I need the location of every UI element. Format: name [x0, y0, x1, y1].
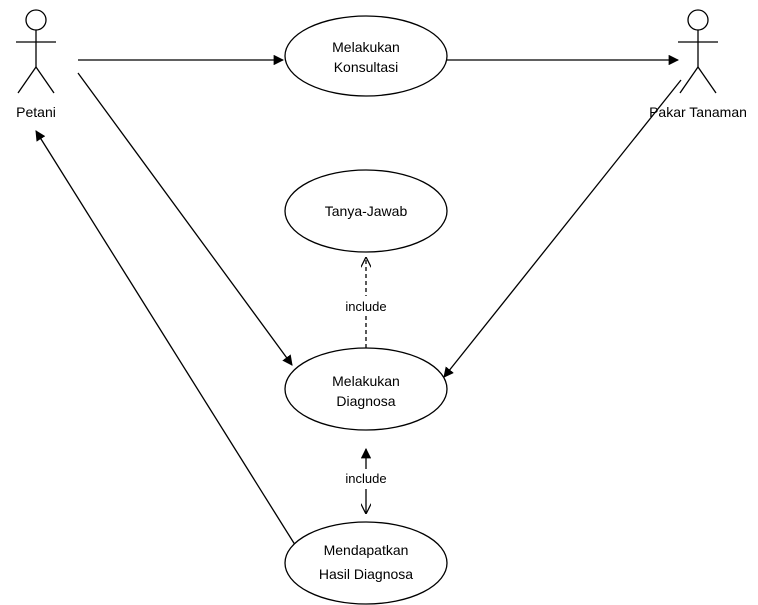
include-label-text: include — [345, 471, 386, 486]
usecase-label-line1: Tanya-Jawab — [325, 203, 408, 219]
usecase-melakukan-konsultasi: Melakukan Konsultasi — [284, 15, 448, 97]
actor-label-pakar-tanaman: Pakar Tanaman — [649, 104, 747, 120]
include-label-text: include — [345, 299, 386, 314]
association-pakar-diagnosa — [443, 79, 682, 378]
actor-label-petani: Petani — [16, 104, 56, 120]
stick-figure-icon — [16, 9, 56, 94]
actor-petani: Petani — [16, 9, 56, 120]
usecase-tanya-jawab: Tanya-Jawab — [284, 169, 448, 253]
usecase-label-line2: Hasil Diagnosa — [319, 566, 413, 582]
stick-figure-icon — [678, 9, 718, 94]
actor-pakar-tanaman: Pakar Tanaman — [649, 9, 747, 120]
usecase-mendapatkan-hasil-diagnosa: Mendapatkan Hasil Diagnosa — [284, 521, 448, 605]
usecase-label-line1: Melakukan — [332, 39, 400, 55]
include-label-hasil-diagnosa: include — [334, 469, 398, 489]
usecase-label-line1: Mendapatkan — [324, 542, 409, 558]
association-hasil-petani — [35, 130, 298, 549]
usecase-label-line2: Diagnosa — [336, 393, 395, 409]
association-petani-diagnosa — [77, 72, 293, 366]
usecase-label-line2: Konsultasi — [334, 59, 399, 75]
include-label-tanya-jawab: include — [334, 296, 398, 316]
usecase-melakukan-diagnosa: Melakukan Diagnosa — [284, 347, 448, 431]
usecase-label-line1: Melakukan — [332, 373, 400, 389]
